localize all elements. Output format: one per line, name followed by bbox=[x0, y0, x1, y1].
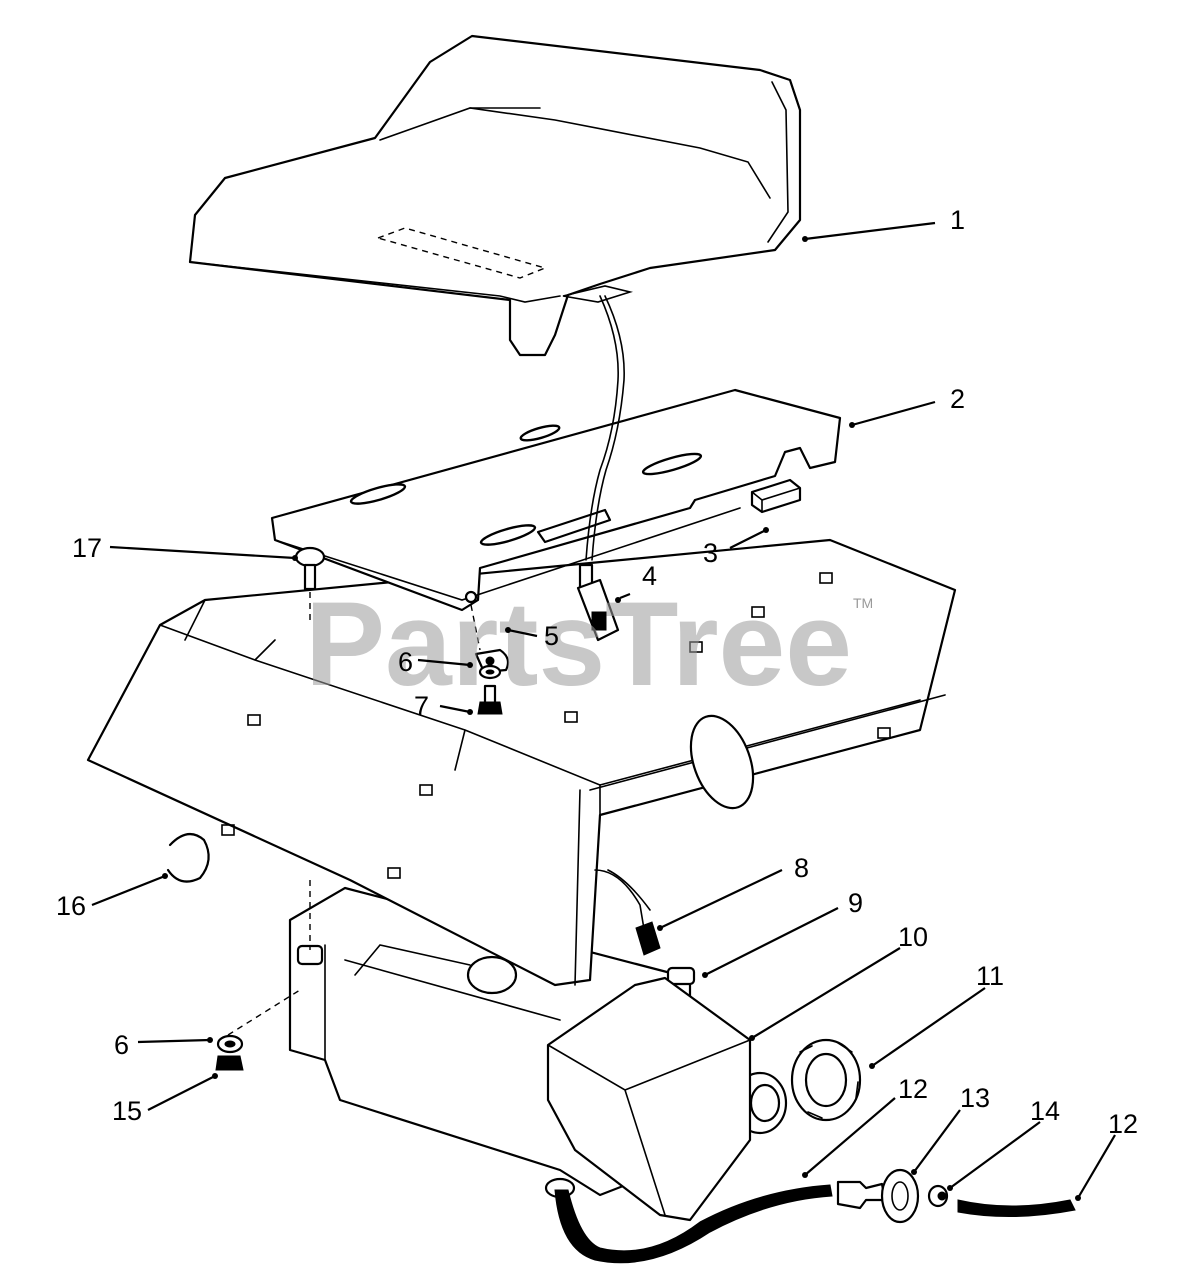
tank-front-housing-10 bbox=[546, 976, 752, 1222]
callout-6-upper[interactable]: 6 bbox=[398, 647, 413, 677]
callout-labels: 1 2 3 4 5 6 7 8 9 10 11 12 13 14 12 6 15… bbox=[56, 205, 1138, 1139]
callout-4[interactable]: 4 bbox=[642, 561, 657, 591]
fender-access-hole bbox=[689, 714, 755, 810]
fuel-hose-8[interactable] bbox=[635, 921, 661, 956]
seat[interactable] bbox=[188, 34, 802, 357]
callout-13[interactable]: 13 bbox=[960, 1083, 990, 1113]
callout-10[interactable]: 10 bbox=[898, 922, 928, 952]
seat-pan[interactable] bbox=[270, 388, 842, 612]
callout-17[interactable]: 17 bbox=[72, 533, 102, 563]
tank-mount-tab-rear bbox=[666, 966, 696, 986]
seat-switch-4[interactable] bbox=[576, 563, 620, 642]
callout-11[interactable]: 11 bbox=[976, 961, 1004, 991]
callout-1[interactable]: 1 bbox=[950, 205, 965, 235]
callout-7[interactable]: 7 bbox=[414, 691, 429, 721]
callout-5[interactable]: 5 bbox=[544, 621, 559, 651]
stop-block-3[interactable] bbox=[750, 478, 802, 514]
callout-9[interactable]: 9 bbox=[848, 888, 863, 918]
hose-clamp-14[interactable] bbox=[927, 1184, 949, 1208]
fuel-cap-11[interactable] bbox=[790, 1038, 862, 1122]
bolt-7[interactable] bbox=[477, 684, 503, 715]
watermark-trademark: TM bbox=[853, 595, 873, 611]
callout-12-right[interactable]: 12 bbox=[1108, 1109, 1138, 1139]
watermark-text: PartsTree bbox=[305, 577, 852, 711]
fuel-outlet-fitting bbox=[466, 955, 518, 995]
washer-6-upper[interactable] bbox=[478, 664, 502, 680]
callout-3[interactable]: 3 bbox=[703, 538, 718, 568]
fender-housing[interactable] bbox=[86, 538, 957, 987]
clip-16[interactable] bbox=[166, 833, 210, 883]
washer-6-lower[interactable] bbox=[216, 1034, 244, 1054]
callout-6-lower[interactable]: 6 bbox=[114, 1030, 129, 1060]
callout-2[interactable]: 2 bbox=[950, 384, 965, 414]
fuel-line-12-right[interactable] bbox=[957, 1199, 1076, 1218]
fuel-filter-13[interactable] bbox=[836, 1168, 920, 1224]
fuel-line-12-left[interactable] bbox=[554, 1184, 833, 1264]
callout-12-left[interactable]: 12 bbox=[898, 1074, 928, 1104]
callout-15[interactable]: 15 bbox=[112, 1096, 142, 1126]
nut-15[interactable] bbox=[215, 1055, 244, 1071]
seat-switch-wire bbox=[585, 295, 619, 561]
callout-leaders bbox=[91, 221, 1116, 1201]
callout-8[interactable]: 8 bbox=[794, 853, 809, 883]
callout-14[interactable]: 14 bbox=[1030, 1096, 1060, 1126]
callout-16[interactable]: 16 bbox=[56, 891, 86, 921]
